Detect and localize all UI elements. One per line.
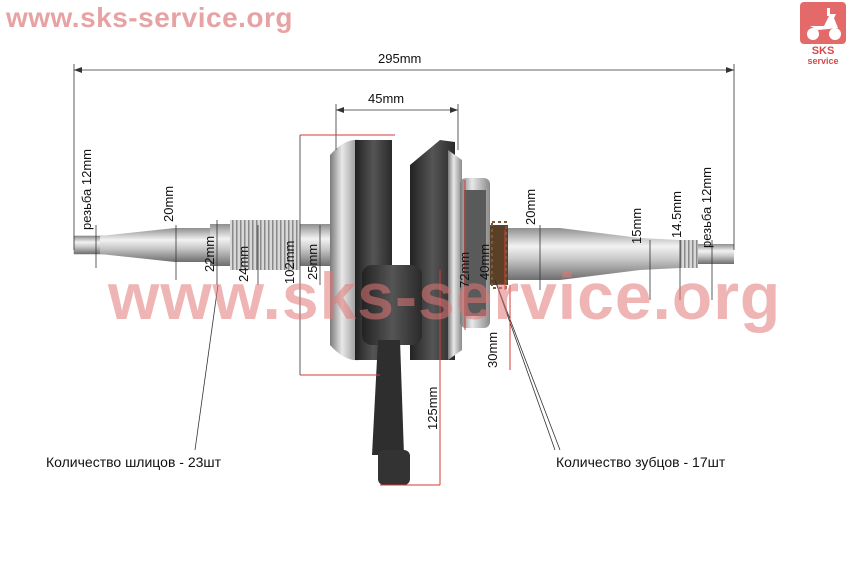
left-shaft [73, 220, 330, 270]
label-left-thread: резьба 12mm [79, 148, 94, 230]
label-inner-25: 25mm [305, 243, 320, 280]
logo-text-sks: SKS [811, 45, 835, 57]
label-left-shaft: 20mm [161, 185, 176, 222]
logo-text-service: service [807, 56, 839, 66]
watermark-url: www.sks-service.org [6, 2, 294, 33]
label-web-width: 45mm [368, 91, 405, 106]
label-right-14-5: 14.5mm [669, 191, 684, 238]
scooter-icon [800, 2, 846, 44]
label-right-15: 15mm [629, 207, 644, 244]
caption-teeth: Количество зубцов - 17шт [556, 454, 726, 470]
label-sprocket-40: 40mm [477, 243, 492, 280]
main-bearing [460, 178, 490, 328]
arrow-heads [74, 67, 734, 113]
label-sprocket-30: 30mm [485, 331, 500, 368]
connecting-rod [362, 265, 422, 485]
label-right-shaft-20: 20mm [523, 188, 538, 225]
timing-sprocket [490, 221, 508, 289]
label-bearing-72: 72mm [457, 251, 472, 288]
label-rod-125: 125mm [425, 386, 440, 430]
dimension-lines [73, 64, 735, 451]
red-extension-lines [300, 134, 511, 486]
sks-logo: SKS service [800, 2, 846, 74]
label-right-thread: резьба 12mm [699, 166, 714, 248]
label-flywheel-102: 102mm [282, 240, 297, 284]
caption-splines: Количество шлицов - 23шт [46, 454, 222, 470]
label-spline-24: 24mm [236, 245, 251, 282]
label-total-length: 295mm [378, 51, 422, 66]
watermark-center: www.sks-service.org [108, 259, 782, 333]
label-spline-22: 22mm [202, 235, 217, 272]
right-shaft [508, 228, 734, 280]
